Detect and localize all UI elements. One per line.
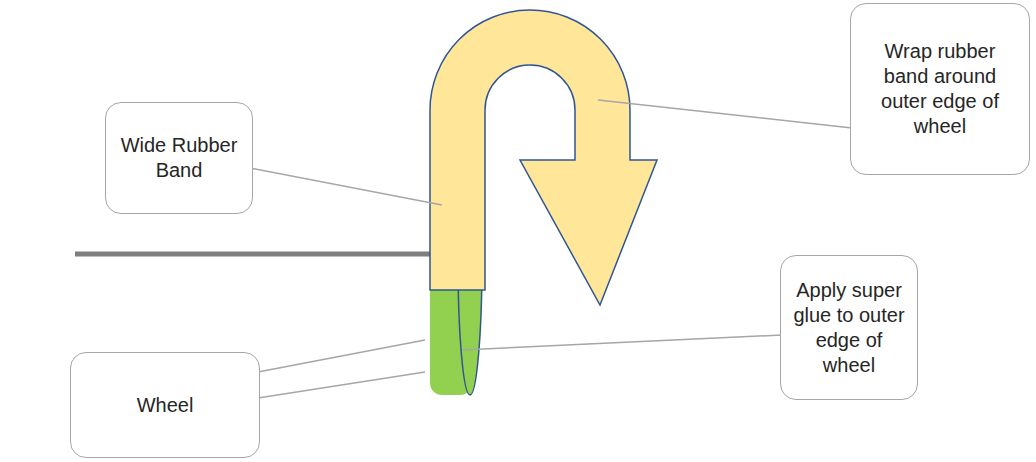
callout-text: Apply super glue to outer edge of wheel xyxy=(791,278,907,378)
leader-line xyxy=(462,335,782,350)
callout-text: Wheel xyxy=(137,393,194,418)
callout-box: Apply super glue to outer edge of wheel xyxy=(780,255,918,400)
leader-line xyxy=(598,100,852,128)
callout-box: Wrap rubber band around outer edge of wh… xyxy=(850,3,1030,175)
rubber-band-arrow xyxy=(430,10,657,305)
leader-line xyxy=(258,340,425,372)
callout-box: Wide Rubber Band xyxy=(105,102,253,214)
callout-box: Wheel xyxy=(70,352,260,458)
callout-text: Wide Rubber Band xyxy=(116,133,242,183)
callout-text: Wrap rubber band around outer edge of wh… xyxy=(861,39,1019,139)
leader-line xyxy=(250,168,442,205)
axle xyxy=(75,252,430,257)
leader-line xyxy=(258,372,425,398)
